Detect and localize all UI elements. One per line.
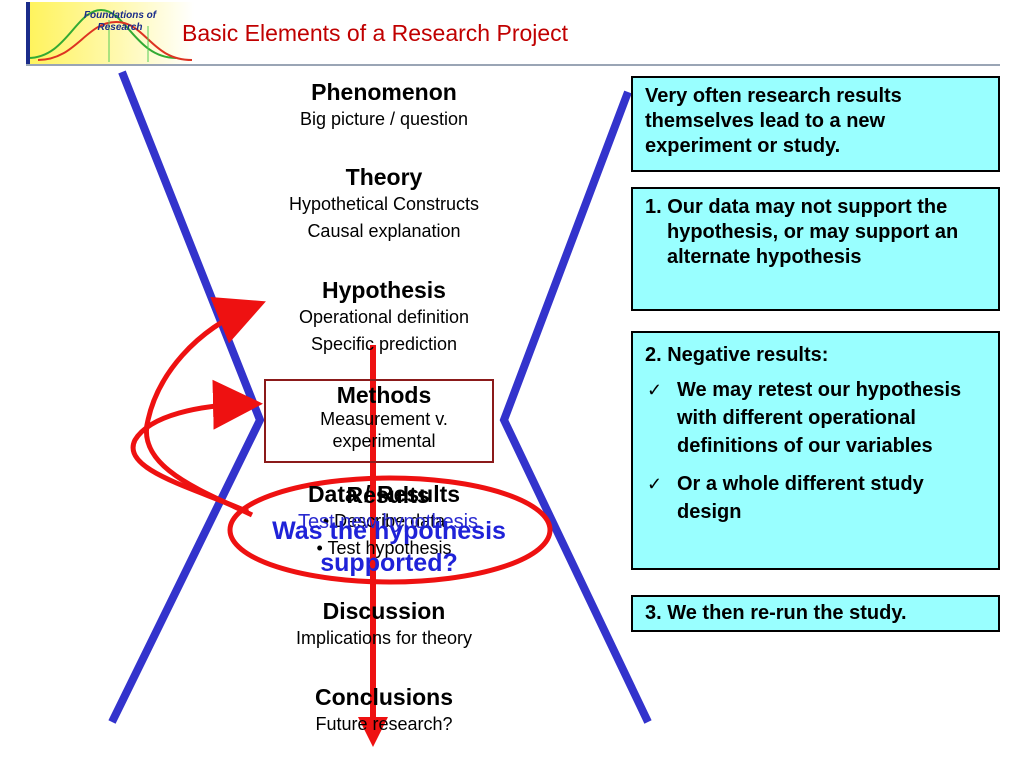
note-box-results-lead: Very often research results themselves l… [631,76,1000,172]
logo-curve-green [27,8,177,59]
loop-arrow-to-hypothesis [143,296,266,518]
note-bullet-text: Or a whole different study design [677,473,924,523]
stage-data-results: Data / Results • Describe data • Test hy… [264,480,504,562]
methods-box [264,379,494,463]
stage-title: Data / Results [307,481,461,507]
loop-arrow-to-methods [130,379,263,515]
note-box-rerun-study: 3. We then re-run the study. [631,595,1000,632]
note-box-negative-results: 2. Negative results: ✓ We may retest our… [631,331,1000,570]
slide-title: Basic Elements of a Research Project [182,20,569,46]
note-box-data-may-not-support: 1. Our data may not support the hypothes… [631,187,1000,311]
stage-methods: Methods Measurement v. experimental [264,382,504,452]
stage-line: Specific prediction [310,334,458,354]
overlay-results-label: Results [346,482,430,508]
stage-title: Conclusions [314,684,453,710]
stage-hypothesis: Hypothesis Operational definition Specif… [264,276,504,358]
note-text: 1. Our data may not support the hypothes… [645,196,959,268]
overlay-hypothesis-question: Was the hypothesis supported? [246,515,532,579]
checkmark-icon: ✓ [647,474,663,494]
stage-title: Theory [345,164,423,190]
stage-title: Phenomenon [311,79,457,105]
logo-text: Foundations of Research [83,10,157,33]
note-heading: 2. Negative results: [645,344,829,366]
stage-discussion: Discussion Implications for theory [264,597,504,652]
stage-line: experimental [332,431,436,451]
note-bullet: ✓ We may retest our hypothesis with diff… [645,376,986,460]
note-text: Very often research results themselves l… [645,85,902,157]
stage-line: Big picture / question [299,109,469,129]
stage-line: Measurement v. [320,409,448,429]
stage-line: • Describe data [322,511,446,531]
question-line: supported? [320,549,458,577]
question-line: Was the hypothesis [272,517,506,545]
note-bullet-text: We may retest our hypothesis with differ… [677,379,962,457]
stage-line: Future research? [315,714,453,734]
stage-line: Hypothetical Constructs [288,194,480,214]
funnel-left-line [108,70,265,724]
stage-title: Hypothesis [322,277,446,303]
foundations-logo [26,2,194,64]
note-bullet: ✓ Or a whole different study design [645,470,986,526]
stage-title: Methods [336,382,432,408]
results-highlight-ellipse [227,475,553,585]
stage-line: Implications for theory [295,628,473,648]
stage-line: • Test hypothesis [316,538,452,558]
stage-line: Operational definition [298,307,470,327]
funnel-right-line [499,90,652,724]
stage-title: Discussion [322,598,446,624]
checkmark-icon: ✓ [647,380,663,400]
logo-curve-red [37,20,193,61]
title-divider [26,64,1000,66]
stage-conclusions: Conclusions Future research? [264,683,504,738]
stage-theory: Theory Hypothetical Constructs Causal ex… [264,163,504,245]
stage-line: Causal explanation [307,221,461,241]
stage-phenomenon: Phenomenon Big picture / question [264,78,504,133]
overlay-test-new-hypothesis: Test new hypothesis [297,511,479,533]
note-text: 3. We then re-run the study. [645,602,907,624]
